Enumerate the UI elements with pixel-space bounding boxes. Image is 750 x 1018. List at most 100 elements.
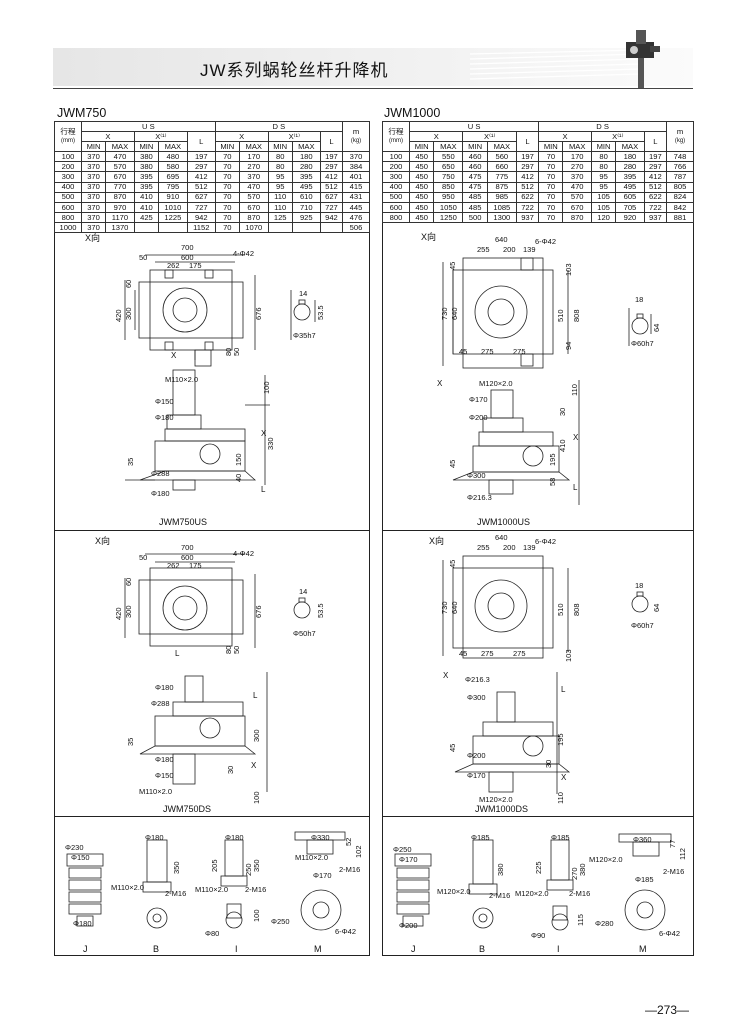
min-header: MIN <box>462 141 488 153</box>
table-cell: 870 <box>105 191 135 203</box>
dim-label: 2-M16 <box>165 889 186 898</box>
jwm750-accessories: Φ230 Φ150 Φ180 Φ180 350 M110×2.0 2-M16 Φ… <box>65 831 363 954</box>
table-cell: 370 <box>80 171 107 183</box>
table-cell: 600 <box>382 201 410 213</box>
us-header: U S <box>408 120 540 133</box>
table-cell: 395 <box>615 171 645 183</box>
table-cell: 450 <box>408 201 435 213</box>
dim-label: 380 <box>578 863 587 876</box>
table-cell: 370 <box>80 161 107 173</box>
dim-label: Φ180 <box>155 755 174 764</box>
dim-label: Φ170 <box>399 855 418 864</box>
dim-label: Φ180 <box>145 833 164 842</box>
jwm1000-us-drawing: X向 640 255 200 139 6-Φ42 45 730 640 510 … <box>421 231 661 527</box>
dim-label: 330 <box>266 437 275 450</box>
dim-label: Φ288 <box>151 699 170 708</box>
table-cell: 80 <box>267 151 293 163</box>
dim-label: 275 <box>481 347 494 356</box>
table-cell: 200 <box>382 161 410 173</box>
dim-label: 195 <box>556 733 565 746</box>
table-cell: 110 <box>267 201 293 213</box>
table-cell: 197 <box>643 151 668 163</box>
table-cell: 600 <box>54 201 82 213</box>
x1-header: X⁽¹⁾ <box>133 131 188 143</box>
table-cell: 727 <box>186 201 216 213</box>
dim-label: Φ180 <box>155 413 174 422</box>
min-header: MIN <box>590 141 617 153</box>
table-cell: 70 <box>538 161 564 173</box>
x-header: X <box>214 131 269 143</box>
accessory-label: B <box>153 944 159 954</box>
accessory-label: B <box>479 944 485 954</box>
dim-label: 139 <box>523 543 536 552</box>
dim-label: L <box>261 485 266 494</box>
dim-label: X <box>561 773 567 782</box>
dim-label: 45 <box>459 649 467 658</box>
us-header: U S <box>81 120 216 133</box>
min-header: MIN <box>133 141 159 153</box>
dim-label: 380 <box>496 863 505 876</box>
table-cell: 550 <box>433 151 464 163</box>
table-cell: 925 <box>291 211 321 223</box>
table-cell: 985 <box>486 191 517 203</box>
dim-label: Φ185 <box>635 875 654 884</box>
dim-label: 64 <box>652 324 661 332</box>
table-cell: 942 <box>319 211 344 223</box>
max-header: MAX <box>433 141 464 153</box>
table-cell: 380 <box>133 161 159 173</box>
dim-label: Φ180 <box>155 683 174 692</box>
table-cell: 95 <box>590 171 617 183</box>
table-cell: 512 <box>515 181 540 193</box>
dim-label: 700 <box>181 243 194 252</box>
table-cell: 470 <box>105 151 135 163</box>
l-header: L <box>515 131 540 153</box>
dim-label: 300 <box>252 729 261 742</box>
table-cell: 512 <box>186 181 216 193</box>
table-cell: 70 <box>214 161 240 173</box>
table-cell: 280 <box>291 161 321 173</box>
dim-label: 103 <box>564 263 573 276</box>
table-cell: 70 <box>538 191 564 203</box>
table-cell: 105 <box>590 191 617 203</box>
dim-label: X向 <box>85 232 100 243</box>
dim-label: L <box>175 649 180 658</box>
header-band <box>53 48 693 86</box>
table-cell: 500 <box>382 191 410 203</box>
table-cell: 1085 <box>486 201 517 213</box>
dim-label: Φ300 <box>467 693 486 702</box>
panel-jwm750-accessories <box>54 816 370 956</box>
table-cell: 512 <box>643 181 668 193</box>
table-cell: 705 <box>615 201 645 213</box>
dim-label: M110×2.0 <box>111 883 144 892</box>
x-header: X <box>81 131 135 143</box>
dim-label: L <box>253 691 258 700</box>
dim-label: M110×2.0 <box>139 787 172 796</box>
table-cell: 476 <box>342 211 370 223</box>
table-cell: 1170 <box>105 211 135 223</box>
table-cell: 370 <box>562 171 592 183</box>
dim-label: Φ360 <box>633 835 652 844</box>
table-cell: 395 <box>291 171 321 183</box>
drawing-caption: JWM1000DS <box>475 804 528 814</box>
dim-label: X向 <box>429 535 444 546</box>
dim-label: Φ180 <box>151 489 170 498</box>
dim-label: 350 <box>172 861 181 874</box>
dim-label: 50 <box>139 553 147 562</box>
dim-label: 115 <box>576 914 585 926</box>
table-cell: 270 <box>562 161 592 173</box>
table-cell: 401 <box>342 171 370 183</box>
table-cell: 627 <box>186 191 216 203</box>
dim-label: 2-M16 <box>339 865 360 874</box>
table-cell: 412 <box>643 171 668 183</box>
table-cell <box>319 221 344 234</box>
table-cell: 570 <box>562 191 592 203</box>
table-cell: 450 <box>408 171 435 183</box>
table-cell: 395 <box>133 171 159 183</box>
table-cell: 100 <box>54 151 82 163</box>
dim-label: Φ200 <box>469 413 488 422</box>
dim-label: 150 <box>234 453 243 466</box>
table-cell: 485 <box>462 191 488 203</box>
